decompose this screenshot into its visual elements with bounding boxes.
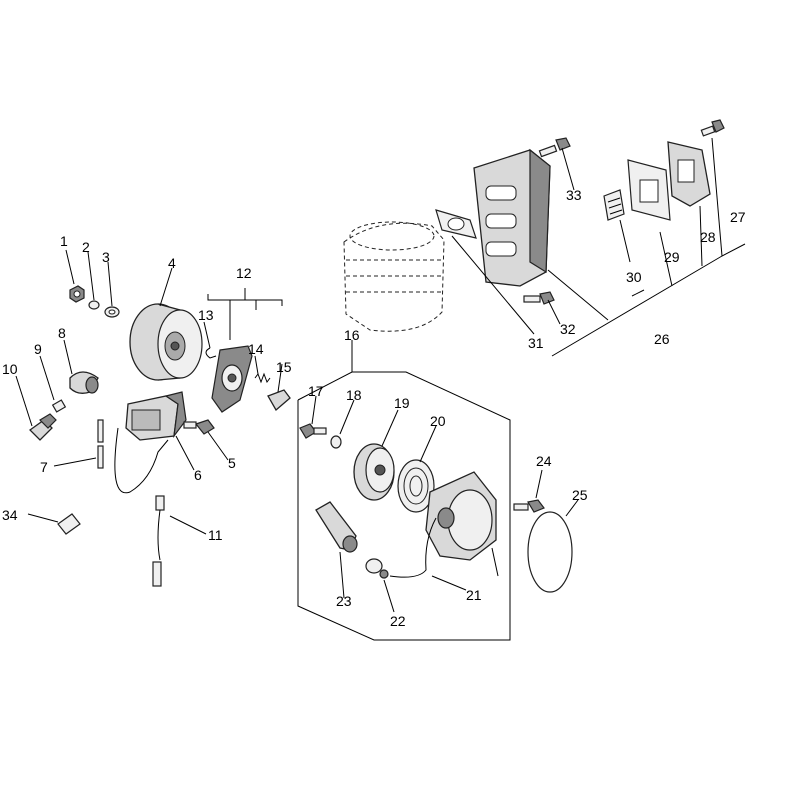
callout-6: 6 [194,467,202,483]
callout-29: 29 [664,249,680,265]
part-nut [69,285,85,303]
callout-7: 7 [40,459,48,475]
part-terminal [51,399,67,413]
callout-12: 12 [236,265,252,281]
part-spark-plug [28,413,57,441]
part-spark-arrestor-screen [603,189,625,221]
callout-26: 26 [654,331,670,347]
callout-labels: 1 2 3 4 5 6 7 8 9 10 11 12 13 14 15 16 1… [2,187,746,629]
part-stop-wire [152,495,165,587]
starter-assembly-frame [297,340,511,641]
part-starter-washer [330,435,342,449]
callout-14: 14 [248,341,264,357]
part-starter-bolt [299,423,327,439]
callout-5: 5 [228,455,236,471]
part-pawl [267,389,291,412]
part-starter-pulley [353,443,395,501]
part-lock-washer [88,300,100,310]
part-ignition-coil [125,391,187,441]
callout-13: 13 [198,307,214,323]
part-starter-housing [425,471,497,561]
part-rope-guide [365,558,389,579]
callout-32: 32 [560,321,576,337]
part-bolt [183,419,215,435]
part-clip [205,347,217,359]
part-plug-cap [57,513,81,535]
part-cover-gasket [627,159,671,221]
callout-1: 1 [60,233,68,249]
part-spring [254,372,271,384]
callout-4: 4 [168,255,176,271]
part-housing-bolt [513,499,545,513]
part-cover-screw [700,119,725,137]
callout-bracket-12 [207,288,283,340]
callout-19: 19 [394,395,410,411]
callout-28: 28 [700,229,716,245]
part-pawl-plate [211,345,253,413]
part-pin [97,419,104,469]
callout-11: 11 [208,527,223,543]
part-muffler-cover [667,141,711,207]
callout-22: 22 [390,613,406,629]
part-washer [104,306,120,318]
part-muffler [473,148,551,287]
callout-17: 17 [308,383,324,399]
callout-21: 21 [466,587,482,603]
callout-25: 25 [572,487,588,503]
callout-20: 20 [430,413,446,429]
callout-34: 34 [2,507,18,523]
part-flywheel [129,303,203,381]
part-high-tension-lead [114,427,169,494]
callout-15: 15 [276,359,292,375]
part-muffler-gasket [435,209,477,239]
part-starter-rope [389,517,437,578]
part-muffler-bolt-upper [538,137,571,158]
cylinder-reference-outline [343,221,445,332]
part-cover-disc [527,511,573,593]
callout-bracket-26 [451,137,746,357]
callout-16: 16 [344,327,360,343]
callout-10: 10 [2,361,18,377]
callout-24: 24 [536,453,552,469]
callout-2: 2 [82,239,90,255]
leader-lines-starter [311,395,579,613]
callout-33: 33 [566,187,582,203]
callout-8: 8 [58,325,66,341]
leader-lines-left [15,249,283,535]
part-starter-handle [315,501,358,553]
callout-9: 9 [34,341,42,357]
part-recoil-spring [397,459,435,513]
part-spark-plug-boot [69,371,99,394]
callout-23: 23 [336,593,352,609]
callout-30: 30 [626,269,642,285]
part-muffler-bolt-lower [523,291,555,305]
callout-3: 3 [102,249,110,265]
callout-31: 31 [528,335,544,351]
callout-27: 27 [730,209,746,225]
callout-18: 18 [346,387,362,403]
